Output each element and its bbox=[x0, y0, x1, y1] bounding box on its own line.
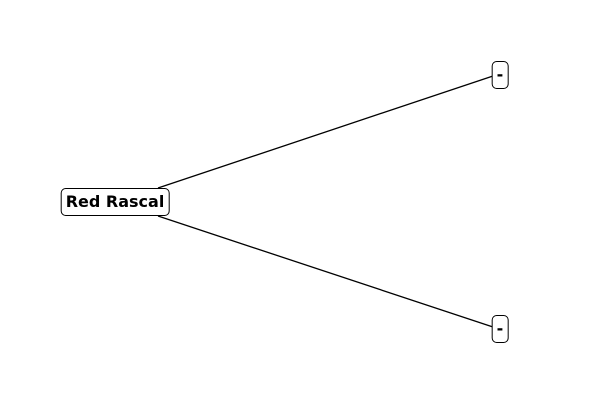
edge-root-to-child-1 bbox=[157, 75, 494, 189]
edge-root-to-child-2 bbox=[157, 215, 494, 328]
root-node-label: Red Rascal bbox=[65, 192, 165, 211]
root-node: Red Rascal bbox=[60, 188, 170, 216]
child-node-1: - bbox=[491, 61, 509, 89]
child-node-2-label: - bbox=[496, 319, 504, 338]
child-node-2: - bbox=[491, 315, 509, 343]
child-node-1-label: - bbox=[496, 65, 504, 84]
